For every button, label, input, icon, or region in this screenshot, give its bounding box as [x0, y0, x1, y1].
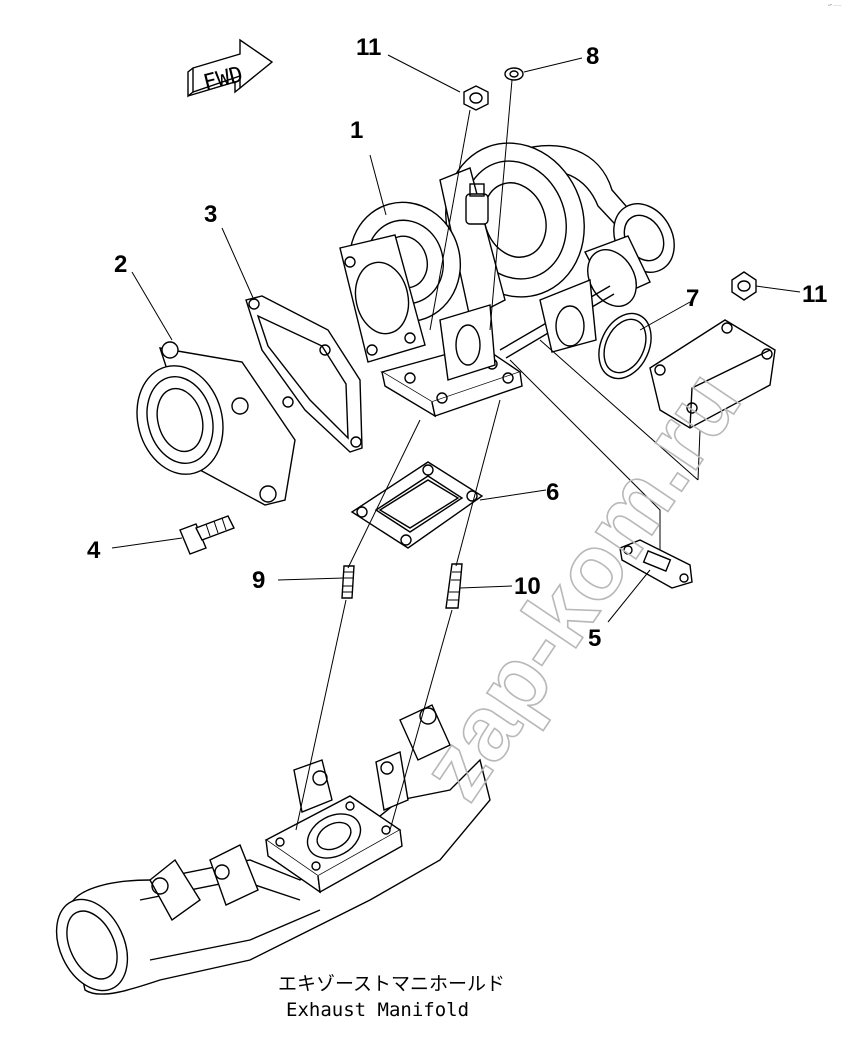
callout-5: 5 [588, 625, 601, 652]
corner-mark: ᵒᴾ ⁻⁻⁻ [828, 4, 842, 10]
nut-part-11-right [731, 271, 757, 301]
bracket [649, 319, 776, 429]
callout-4: 4 [87, 537, 101, 564]
callout-8: 8 [586, 43, 599, 70]
stud-part-9 [341, 565, 355, 599]
caption-japanese: エキゾーストマニホールド [278, 973, 505, 995]
callout-7: 7 [686, 285, 699, 312]
bolt-part-4 [179, 515, 235, 555]
gasket-part-5 [619, 539, 693, 589]
gasket-part-6 [350, 461, 484, 549]
fwd-arrow: FWD [187, 38, 274, 98]
stud-part-10 [445, 563, 463, 609]
nut-part-11-top [463, 85, 489, 111]
callout-2: 2 [114, 251, 127, 278]
callout-3: 3 [204, 201, 217, 228]
callout-10: 10 [514, 573, 541, 600]
o-ring-part-7 [598, 312, 652, 380]
leader-lines [111, 54, 801, 831]
turbocharger [339, 142, 675, 418]
callout-11-top: 11 [356, 34, 381, 61]
exhaust-manifold [55, 704, 491, 995]
callout-6: 6 [546, 479, 559, 506]
callout-9: 9 [252, 567, 265, 594]
inlet-elbow [136, 341, 296, 506]
callout-1: 1 [350, 117, 363, 144]
callout-11-right: 11 [802, 281, 827, 308]
caption-english: Exhaust Manifold [286, 999, 469, 1021]
gasket-part-3 [245, 295, 363, 453]
washer-part-8 [504, 67, 524, 81]
